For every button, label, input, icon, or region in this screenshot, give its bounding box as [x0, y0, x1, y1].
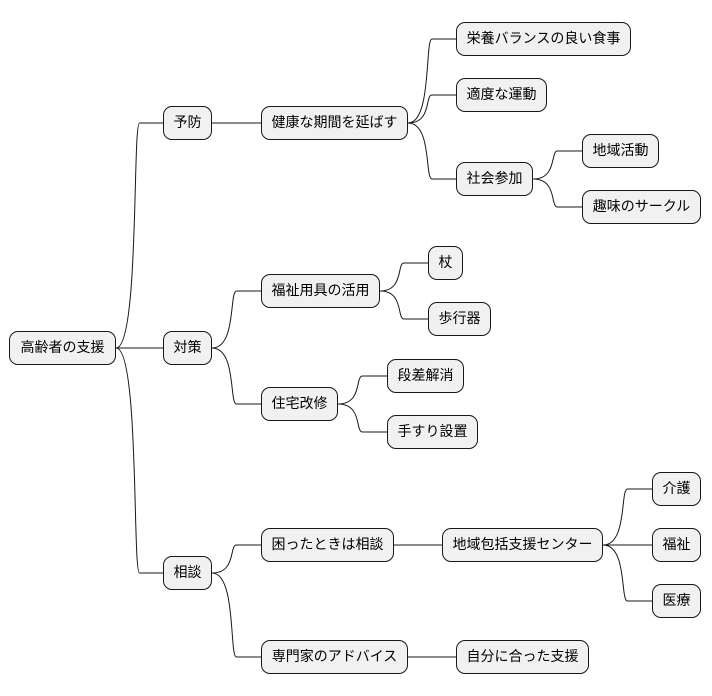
healthy-life-node: 健康な期間を延ばす — [261, 106, 408, 140]
edge-jutaku-tesuri — [337, 403, 387, 433]
edge-sodan-komatta — [211, 544, 261, 574]
community-activity-node: 地域活動 — [582, 134, 659, 168]
edge-fukushi-hoko — [379, 290, 428, 320]
edge-center-kaigo — [602, 488, 652, 546]
edge-fukushi-tsue — [379, 262, 428, 292]
tailored-support-node: 自分に合った支援 — [456, 640, 589, 674]
cane-node: 杖 — [428, 246, 463, 280]
edge-sodan-senmon — [211, 572, 261, 658]
branch-prevention-node: 予防 — [163, 106, 212, 140]
handrail-node: 手すり設置 — [387, 415, 478, 449]
care-node: 介護 — [652, 472, 701, 506]
nutrition-node: 栄養バランスの良い食事 — [456, 22, 631, 56]
edge-kenko-undo — [407, 94, 456, 124]
edge-kenko-eiyo — [407, 38, 456, 124]
edge-taisaku-fukushi — [211, 290, 261, 349]
expert-advice-node: 専門家のアドバイス — [261, 640, 408, 674]
support-center-node: 地域包括支援センター — [442, 528, 603, 562]
edge-root-yobo — [115, 122, 163, 349]
branch-measures-node: 対策 — [163, 331, 212, 365]
hobby-circle-node: 趣味のサークル — [582, 190, 701, 224]
branch-consultation-node: 相談 — [163, 556, 212, 590]
exercise-node: 適度な運動 — [456, 78, 547, 112]
walker-node: 歩行器 — [428, 302, 491, 336]
edge-root-sodan — [115, 347, 163, 574]
root-node: 高齢者の支援 — [9, 331, 116, 365]
step-removal-node: 段差解消 — [387, 359, 464, 393]
home-renovation-node: 住宅改修 — [261, 387, 338, 421]
social-participation-node: 社会参加 — [456, 162, 533, 196]
edge-kenko-shakai — [407, 122, 456, 180]
edge-jutaku-dansa — [337, 375, 387, 405]
welfare-tools-node: 福祉用具の活用 — [261, 274, 380, 308]
edge-center-iryo — [602, 544, 652, 602]
edge-shakai-shumi — [532, 178, 582, 208]
edge-shakai-chiiki — [532, 150, 582, 180]
when-troubled-node: 困ったときは相談 — [261, 528, 394, 562]
medical-node: 医療 — [652, 584, 701, 618]
edge-taisaku-jutaku — [211, 347, 261, 405]
welfare-node: 福祉 — [652, 528, 701, 562]
